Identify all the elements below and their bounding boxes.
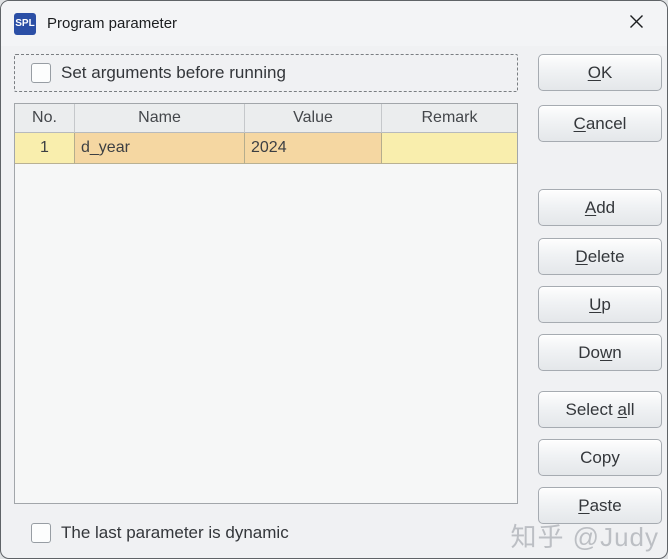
set-arguments-group: Set arguments before running [14,54,518,92]
parameter-table: No. Name Value Remark 1 d_year 2024 [14,103,518,504]
dynamic-parameter-checkbox[interactable] [31,523,51,543]
cell-remark[interactable] [382,133,517,164]
table-header-row: No. Name Value Remark [15,104,517,133]
spl-app-icon: SPL [14,12,36,35]
column-header-no[interactable]: No. [15,104,75,133]
column-header-value[interactable]: Value [245,104,382,133]
copy-button[interactable]: Copy [538,439,662,476]
title-bar[interactable]: SPL Program parameter [1,1,667,46]
dynamic-parameter-group: The last parameter is dynamic [15,519,515,547]
cell-name[interactable]: d_year [75,133,245,164]
close-button[interactable] [613,1,659,46]
cell-no[interactable]: 1 [15,133,75,164]
window-title: Program parameter [47,15,178,32]
set-arguments-checkbox[interactable] [31,63,51,83]
table-row[interactable]: 1 d_year 2024 [15,133,517,164]
column-header-remark[interactable]: Remark [382,104,517,133]
close-icon [629,14,644,34]
set-arguments-label: Set arguments before running [61,63,286,82]
dynamic-parameter-label: The last parameter is dynamic [61,523,289,542]
cell-value[interactable]: 2024 [245,133,382,164]
column-header-name[interactable]: Name [75,104,245,133]
